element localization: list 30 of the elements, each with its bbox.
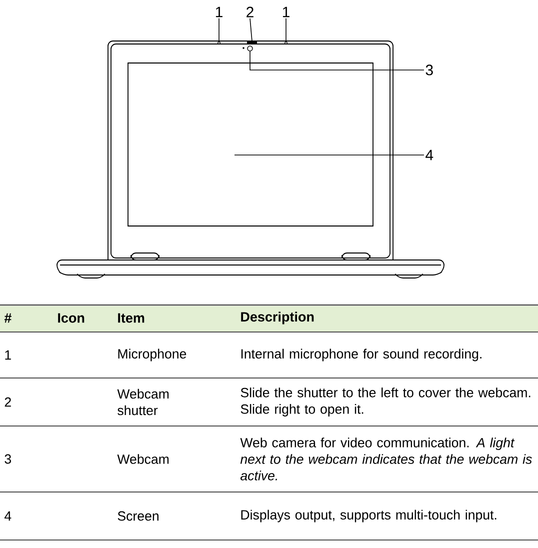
column-header: Icon	[58, 313, 84, 323]
column-header: Item	[118, 313, 144, 323]
row-number: 4	[4, 511, 12, 521]
description-text: Internal microphone for sound recording.	[241, 348, 482, 362]
microphone-hole	[284, 42, 288, 44]
leader-line	[234, 154, 424, 156]
leader-line	[250, 50, 424, 70]
callout-number: 3	[426, 64, 433, 76]
callout-number: 1	[282, 6, 290, 18]
item-name: Webcam	[117, 454, 169, 464]
item-name: Webcam shutter	[117, 388, 169, 416]
item-name: Screen	[118, 511, 158, 521]
webcam-lens	[247, 46, 253, 52]
callout-number: 1	[216, 6, 222, 18]
shutter-slider	[247, 42, 257, 44]
callout-number: 4	[426, 150, 434, 160]
description-text: Displays output, supports multi-touch input.	[241, 510, 496, 522]
column-header: #	[4, 313, 12, 323]
microphone-hole	[218, 42, 220, 44]
column-header: Description	[241, 312, 314, 324]
callout-number: 2	[246, 6, 254, 18]
description-text: Slide the shutter to the left to cover the webcam. Slide right to open it.	[240, 388, 530, 416]
item-name: Microphone	[118, 348, 186, 362]
leader-line	[250, 18, 252, 42]
description-text: Web camera for video communication. A light next to the webcam indicates that the webcam is active.	[240, 438, 532, 480]
screen	[128, 62, 374, 226]
row-number: 2	[4, 397, 11, 407]
row-number: 1	[5, 350, 11, 360]
leader-line	[218, 18, 220, 42]
row-number: 3	[4, 454, 11, 464]
